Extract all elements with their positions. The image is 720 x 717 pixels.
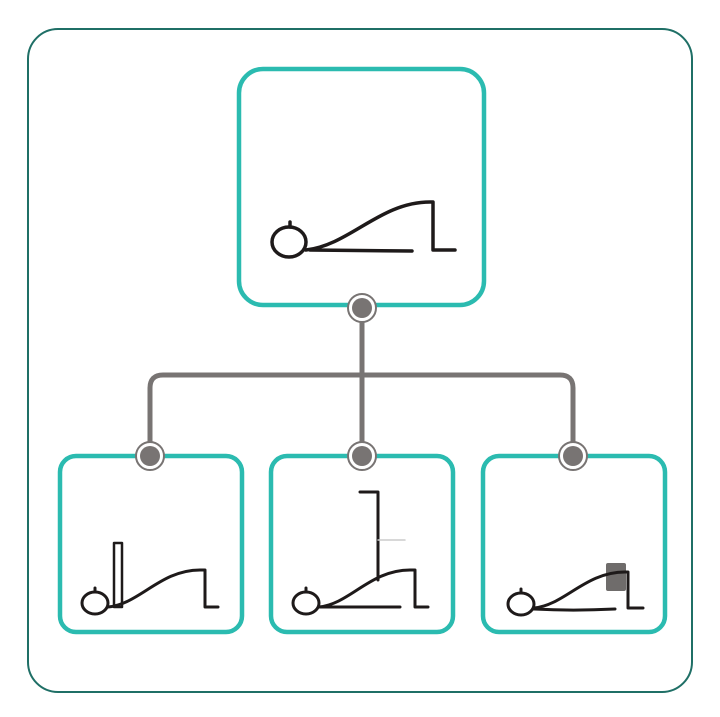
outer-frame bbox=[27, 28, 693, 693]
connector-right bbox=[362, 372, 576, 456]
child-box-3 bbox=[480, 453, 668, 635]
node-child-3 bbox=[558, 441, 588, 471]
node-dot bbox=[352, 298, 372, 318]
child-figure-1 bbox=[80, 541, 220, 616]
node-dot bbox=[352, 446, 372, 466]
root-box bbox=[236, 66, 487, 308]
stand-icon bbox=[358, 490, 380, 582]
child-figure-3 bbox=[506, 563, 645, 617]
root-figure bbox=[270, 200, 457, 259]
connector-left bbox=[147, 372, 362, 456]
connectors bbox=[147, 308, 576, 456]
block-icon bbox=[606, 563, 626, 591]
tall-block-icon bbox=[112, 541, 124, 609]
node-child-2 bbox=[347, 441, 377, 471]
child-figure-2 bbox=[291, 490, 430, 616]
node-dot bbox=[563, 446, 583, 466]
node-dot bbox=[140, 446, 160, 466]
node-root bbox=[347, 293, 377, 323]
node-child-1 bbox=[135, 441, 165, 471]
